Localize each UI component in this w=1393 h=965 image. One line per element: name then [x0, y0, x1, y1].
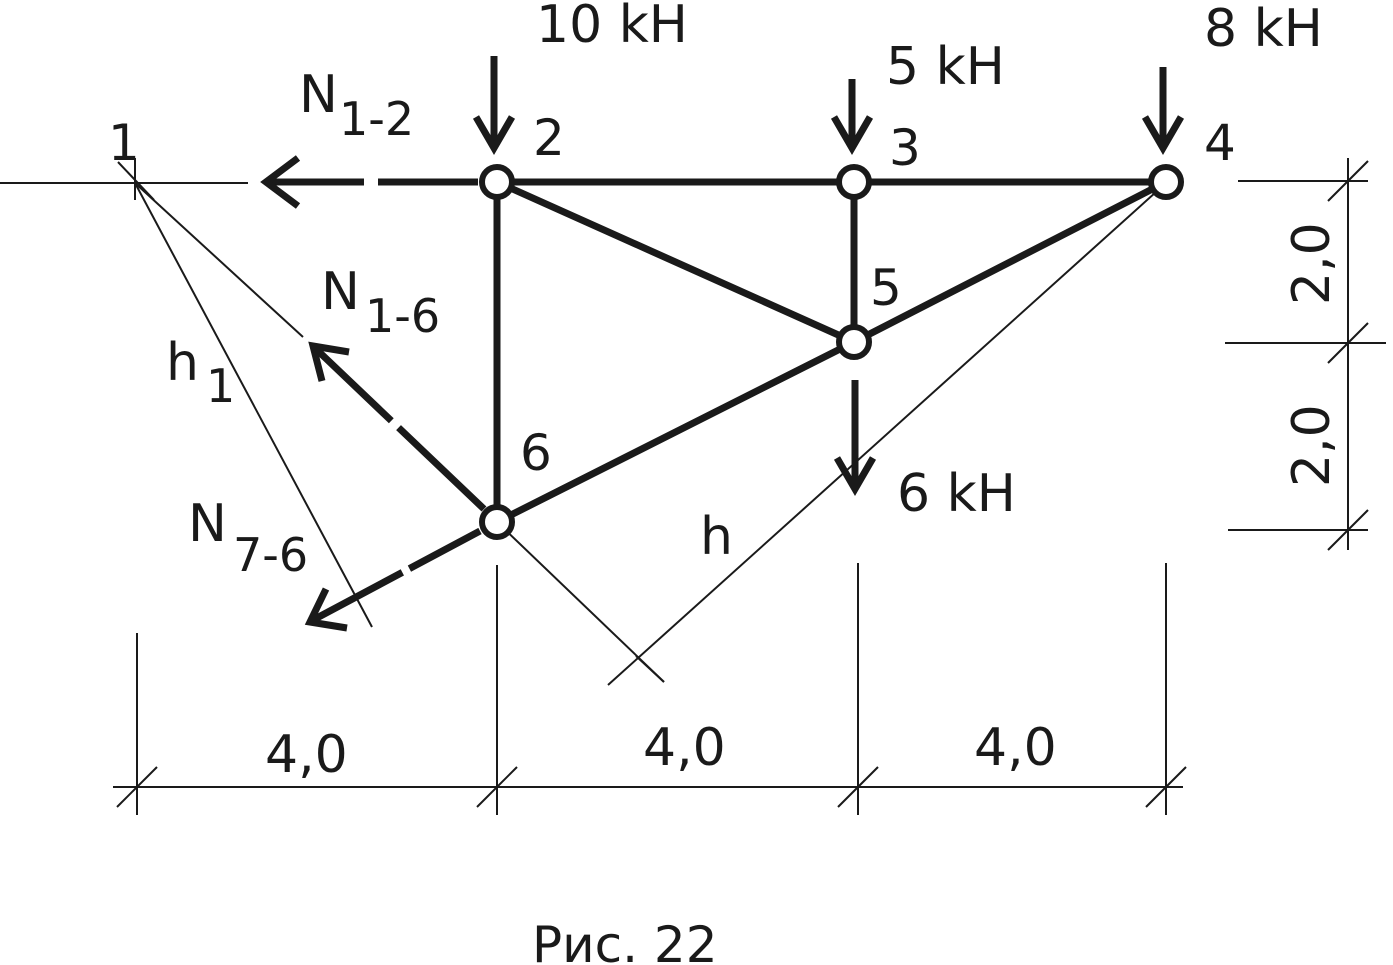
force-vector-n16 — [313, 346, 487, 512]
dim-label-x1: 4,0 — [265, 725, 348, 785]
arrowhead-n76 — [304, 587, 348, 632]
load-label-6kh: 6 kH — [897, 464, 1016, 524]
dim-tick-y1 — [1327, 160, 1369, 202]
member-4-5 — [850, 178, 1170, 346]
arm-label-h: h — [700, 507, 733, 567]
arrowhead-8kh — [1141, 115, 1185, 155]
arrowhead-10kh — [472, 115, 516, 155]
truss-members — [493, 178, 1170, 526]
member-2-5 — [493, 178, 858, 346]
node-label-3: 3 — [889, 119, 921, 177]
construction-lines — [0, 158, 1167, 686]
dim-tick-x3 — [837, 766, 879, 808]
tick-node-h-foot — [635, 655, 665, 683]
arrowhead-5kh — [830, 115, 874, 155]
dim-tick-x1 — [116, 766, 158, 808]
load-label-10kh: 10 kH — [536, 0, 688, 55]
load-arrows — [472, 56, 1185, 496]
dim-tick-y2 — [1327, 322, 1369, 364]
extension-line-1-6 — [134, 182, 304, 338]
load-labels: 10 kH 5 kH 8 kH 6 kH — [536, 0, 1323, 524]
dim-label-y1: 2,0 — [1282, 222, 1342, 305]
joint-6 — [479, 504, 515, 540]
truss-joints — [479, 164, 1184, 540]
member-6-5 — [493, 338, 858, 526]
force-label-n76-main: N — [188, 494, 227, 554]
node-label-4: 4 — [1204, 114, 1236, 172]
force-vectors — [260, 155, 487, 632]
arrowhead-n16 — [308, 341, 350, 382]
dim-label-x2: 4,0 — [643, 718, 726, 778]
joint-4 — [1148, 164, 1184, 200]
dimension-lines — [113, 158, 1386, 815]
extension-line-6-5 — [496, 521, 665, 683]
dim-label-y2: 2,0 — [1282, 404, 1342, 487]
dim-tick-y3 — [1327, 509, 1369, 551]
dim-label-x3: 4,0 — [974, 718, 1057, 778]
joint-3 — [836, 164, 872, 200]
force-label-n16-sub: 1-6 — [365, 289, 440, 343]
node-label-1: 1 — [108, 114, 140, 172]
force-label-n76-sub: 7-6 — [233, 528, 308, 582]
figure-caption: Рис. 22 — [532, 916, 718, 965]
arm-labels: h 1 h — [166, 333, 733, 567]
load-label-8kh: 8 kH — [1204, 0, 1323, 59]
force-label-n12-sub: 1-2 — [339, 92, 414, 146]
force-label-n12-main: N — [299, 65, 338, 125]
dim-tick-x4 — [1145, 766, 1187, 808]
load-label-5kh: 5 kH — [886, 37, 1005, 97]
force-label-n16-main: N — [321, 262, 360, 322]
arm-label-h1-main: h — [166, 333, 199, 393]
lever-arm-h-line — [607, 182, 1167, 686]
dimension-labels: 4,0 4,0 4,0 2,0 2,0 — [265, 222, 1342, 785]
node-label-6: 6 — [520, 424, 552, 482]
dim-tick-x2 — [476, 766, 518, 808]
node-label-2: 2 — [533, 109, 565, 167]
node-labels: 1 2 3 4 5 6 — [108, 109, 1236, 482]
joint-2 — [479, 164, 515, 200]
lever-arm-h1-line — [134, 182, 373, 628]
force-vector-n76 — [311, 527, 482, 624]
node-label-5: 5 — [870, 259, 902, 317]
force-labels: N 1-2 N 1-6 N 7-6 — [188, 65, 440, 582]
arrowhead-n12 — [260, 155, 301, 209]
arm-label-h1-sub: 1 — [206, 359, 235, 413]
arrowhead-6kh — [833, 456, 877, 496]
joint-5 — [836, 324, 872, 360]
